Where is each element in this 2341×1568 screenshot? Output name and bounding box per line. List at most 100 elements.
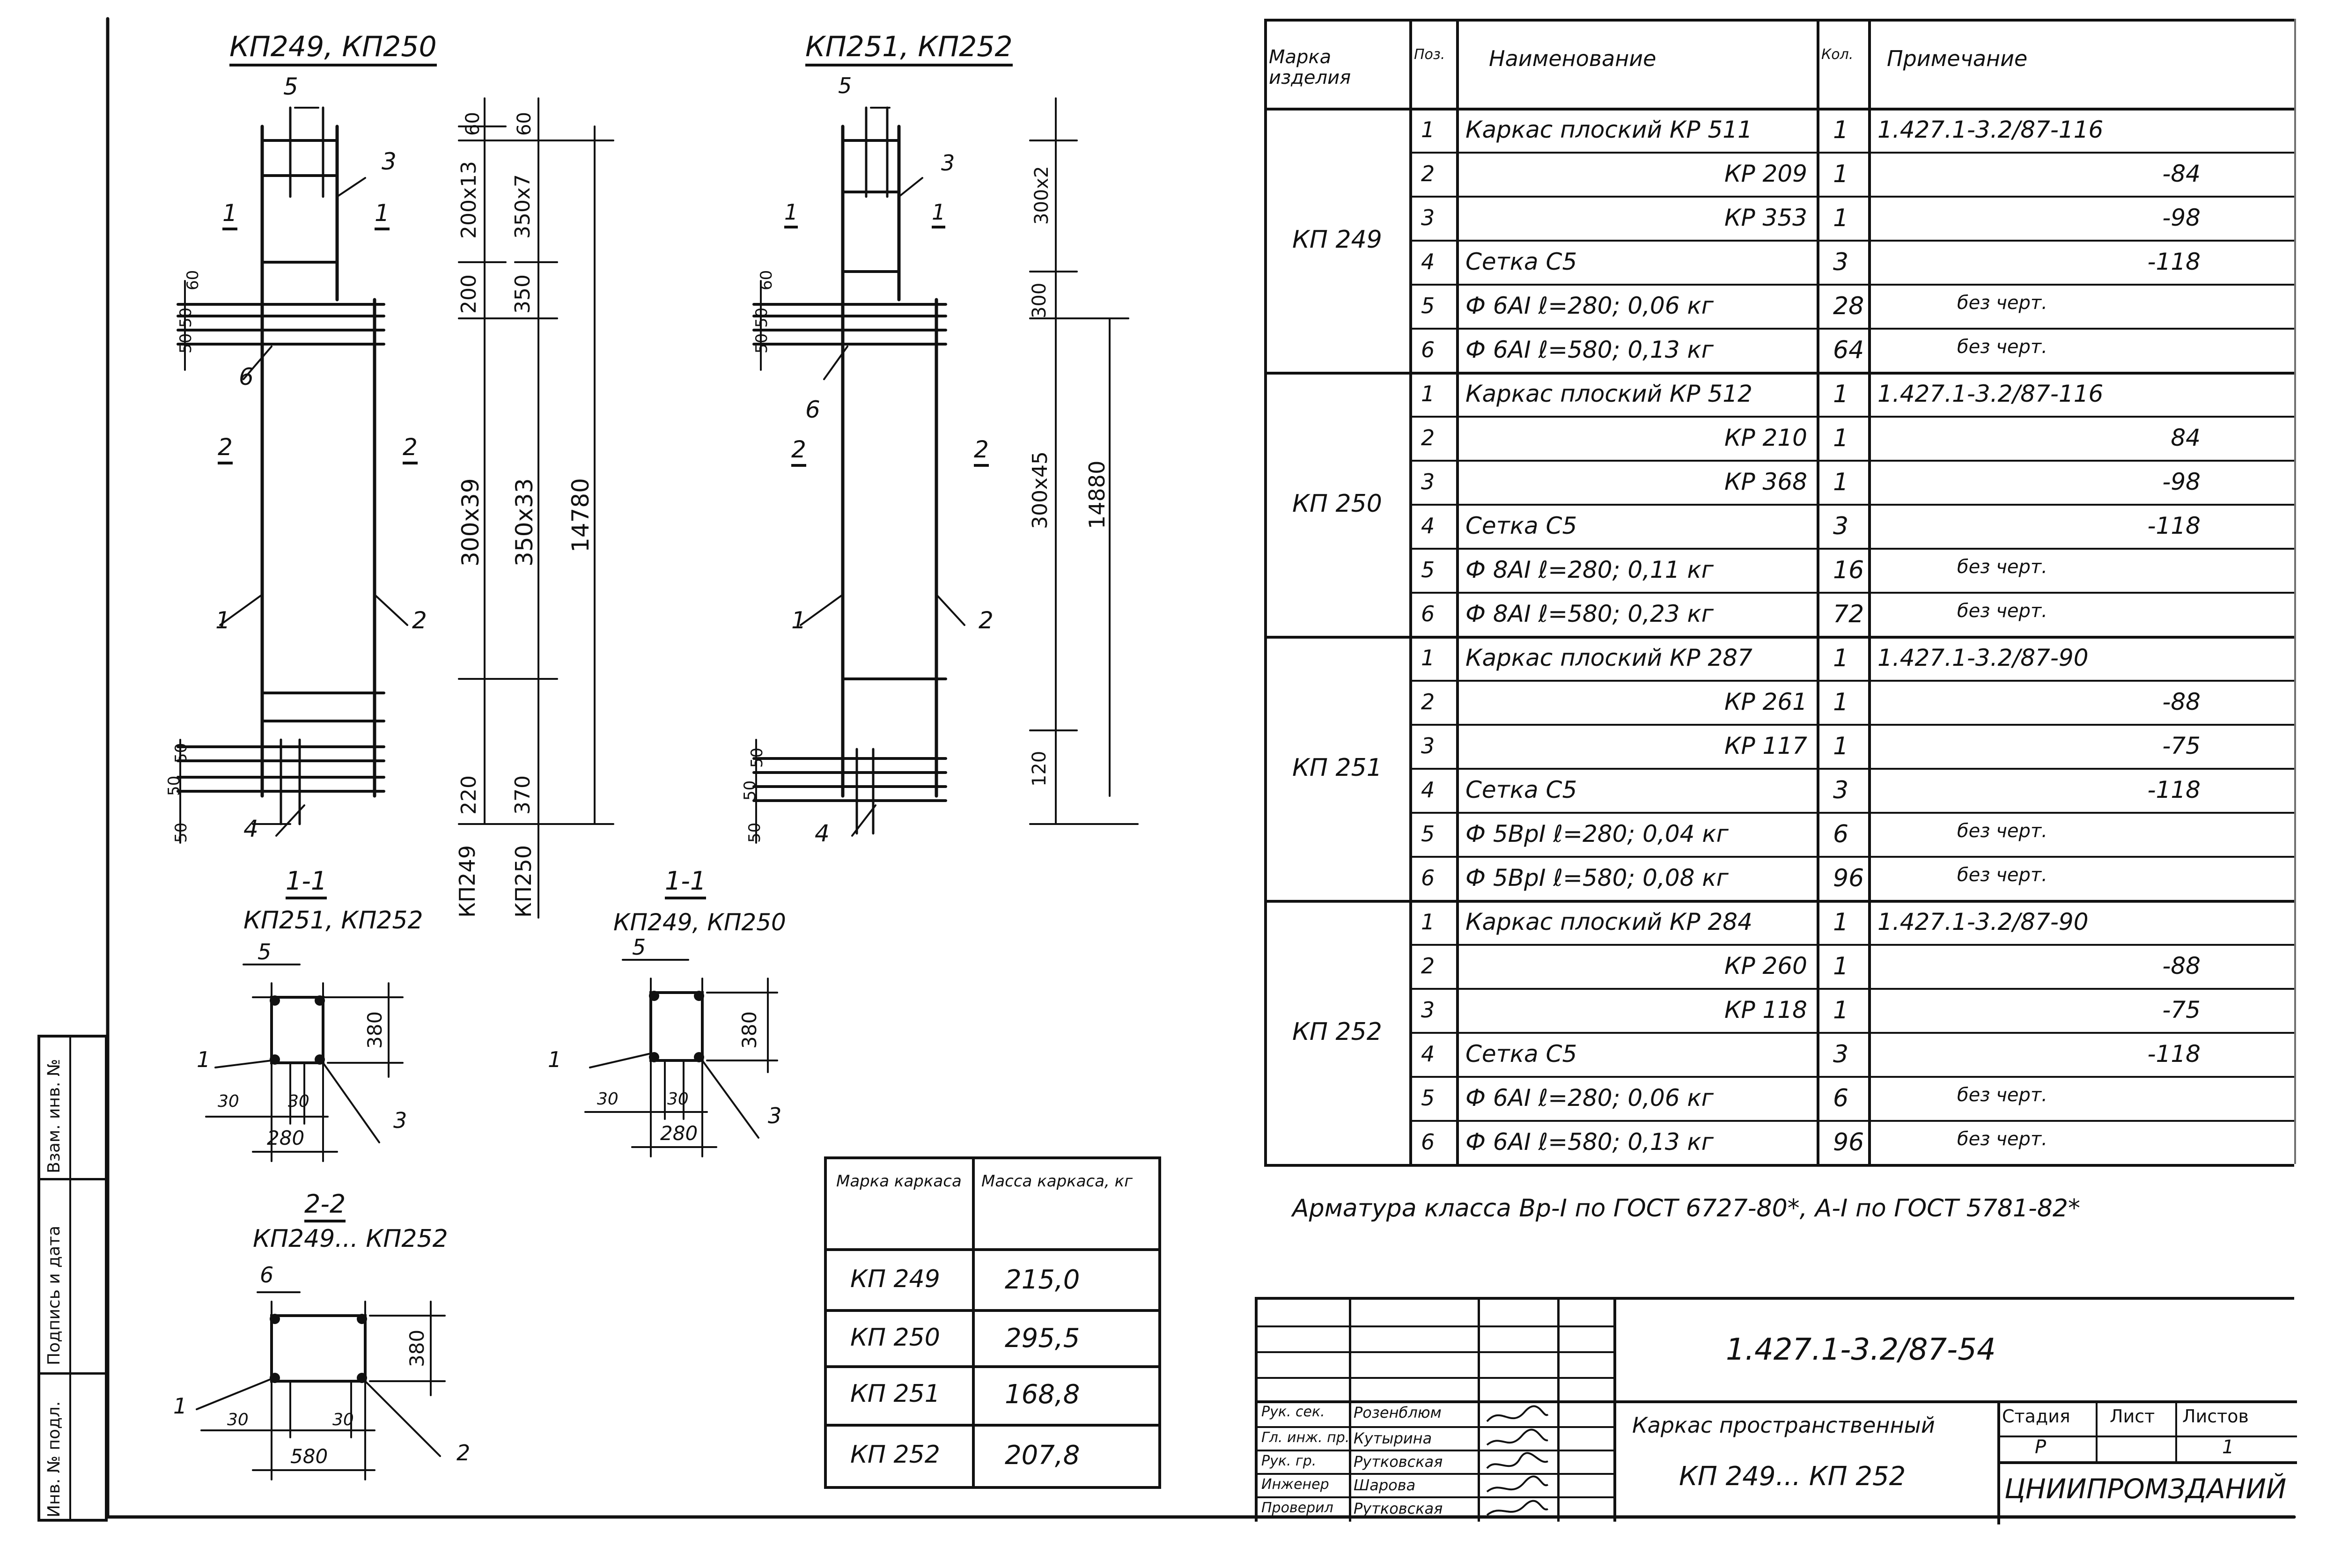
dim-text: 300x39	[457, 478, 484, 567]
dim-text: 350	[511, 274, 535, 314]
mass-row-value: 215,0	[1005, 1265, 1080, 1295]
document-code: 1.427.1-3.2/87-54	[1726, 1332, 1996, 1367]
section-subtitle: КП249... КП252	[253, 1225, 448, 1253]
spec-note: -98	[2162, 468, 2201, 495]
spec-name: КР 210	[1724, 424, 1807, 451]
spec-qty: 1	[1833, 116, 1849, 144]
spec-note: -118	[2147, 776, 2201, 803]
role: Рук. гр.	[1261, 1453, 1317, 1469]
total-length: 14880	[1084, 460, 1110, 529]
dim-text: 50	[752, 333, 771, 353]
mass-row-mark: КП 251	[850, 1380, 940, 1408]
spec-note: без черт.	[1957, 820, 2047, 842]
person: Розенблюм	[1354, 1404, 1442, 1421]
spec-note: -118	[2147, 512, 2201, 539]
spec-qty: 1	[1833, 952, 1849, 980]
spec-note: 1.427.1-3.2/87-90	[1877, 908, 2089, 935]
spec-pos: 3	[1421, 205, 1435, 230]
dim-text: 580	[290, 1445, 328, 1468]
spec-note: 1.427.1-3.2/87-116	[1877, 380, 2104, 407]
person: Шарова	[1354, 1476, 1416, 1494]
section-subtitle: КП249, КП250	[613, 909, 786, 936]
spec-header: Примечание	[1887, 46, 2028, 71]
spec-row-line	[1409, 548, 2294, 550]
spec-name: Ф 6АI ℓ=280; 0,06 кг	[1465, 292, 1714, 319]
dim-text: 350x33	[511, 478, 538, 567]
spec-pos: 2	[1421, 161, 1435, 186]
pos-label: 2	[456, 1440, 471, 1465]
pos-label: 2	[412, 607, 427, 634]
sheet-label: Лист	[2110, 1406, 2155, 1427]
spec-pos: 5	[1421, 821, 1435, 847]
spec-name: Сетка С5	[1465, 512, 1577, 539]
spec-pos: 3	[1421, 733, 1435, 758]
dim-text: 120	[1029, 751, 1050, 787]
spec-header: Поз.	[1414, 46, 1445, 63]
section-mark: 2	[218, 435, 233, 464]
spec-name: Ф 8АI ℓ=580; 0,23 кг	[1465, 600, 1714, 627]
spec-qty: 72	[1833, 600, 1864, 628]
elevation-title-kp249-250: КП249, КП250	[229, 33, 437, 66]
dim-text: 380	[363, 1011, 386, 1049]
spec-col-line	[1456, 19, 1459, 1164]
pos-label: 5	[632, 935, 646, 960]
spec-qty: 3	[1833, 1040, 1849, 1068]
pos-label: 5	[258, 939, 272, 964]
spec-qty: 1	[1833, 380, 1849, 408]
spec-pos: 4	[1421, 513, 1435, 538]
spec-qty: 3	[1833, 248, 1849, 276]
mass-row-value: 207,8	[1005, 1440, 1080, 1471]
section-mark: 2	[403, 435, 418, 464]
dim-text: 50	[177, 333, 195, 353]
spec-name: Сетка С5	[1465, 248, 1577, 275]
spec-pos: 4	[1421, 249, 1435, 274]
spec-pos: 6	[1421, 1129, 1435, 1155]
stamp-label-inv-orig: Инв. № подл.	[44, 1401, 64, 1517]
spec-note: 1.427.1-3.2/87-116	[1877, 116, 2104, 143]
spec-qty: 28	[1833, 292, 1864, 320]
spec-qty: 1	[1833, 732, 1849, 760]
dim-text: 60	[514, 112, 535, 136]
spec-row-line	[1409, 504, 2294, 506]
pos-label: 2	[979, 607, 994, 634]
elevation-title-kp251-252: КП251, КП252	[805, 33, 1013, 66]
spec-note: без черт.	[1957, 336, 2047, 358]
spec-note: -84	[2162, 160, 2201, 187]
spec-qty: 1	[1833, 688, 1849, 716]
mass-row-mark: КП 252	[850, 1441, 940, 1469]
spec-row-line	[1409, 1120, 2294, 1122]
spec-name: Ф 6АI ℓ=580; 0,13 кг	[1465, 336, 1714, 363]
spec-group-line	[1264, 372, 2294, 375]
dim-text: 50	[745, 822, 764, 843]
section-mark: 1	[375, 201, 390, 230]
dim-text: 50	[172, 743, 191, 763]
dim-text: 280	[267, 1126, 305, 1149]
spec-note: без черт.	[1957, 864, 2047, 886]
spec-line	[1264, 19, 2294, 22]
sheets-label: Листов	[2182, 1406, 2249, 1427]
spec-col-line	[1868, 19, 1871, 1164]
spec-note: -75	[2162, 996, 2201, 1023]
mass-table: Марка каркаса Масса каркаса, кг КП 249 2…	[824, 1156, 1161, 1489]
dim-text: 30	[218, 1092, 239, 1111]
dim-text: 300	[1029, 282, 1050, 318]
pos-label: 1	[197, 1047, 211, 1072]
spec-qty: 1	[1833, 204, 1849, 232]
pos-label: 1	[791, 607, 806, 634]
spec-name: КР 261	[1724, 688, 1807, 715]
pos-label: 5	[838, 73, 852, 98]
title-block: 1.427.1-3.2/87-54 Каркас пространственны…	[1255, 1297, 2297, 1524]
spec-name: Каркас плоский КР 512	[1465, 380, 1752, 407]
dim-text: 30	[597, 1090, 618, 1109]
spec-pos: 5	[1421, 1085, 1435, 1111]
spec-row-line	[1409, 768, 2294, 770]
spec-note: без черт.	[1957, 600, 2047, 622]
dim-text: 280	[660, 1122, 698, 1145]
spec-row-line	[1409, 460, 2294, 462]
dim-text: 60	[462, 112, 484, 136]
spec-col-line	[1264, 19, 1267, 1164]
dim-text: 60	[184, 270, 202, 290]
spec-pos: 5	[1421, 557, 1435, 582]
spec-line	[1264, 108, 2294, 110]
signatures	[1486, 1405, 1549, 1516]
